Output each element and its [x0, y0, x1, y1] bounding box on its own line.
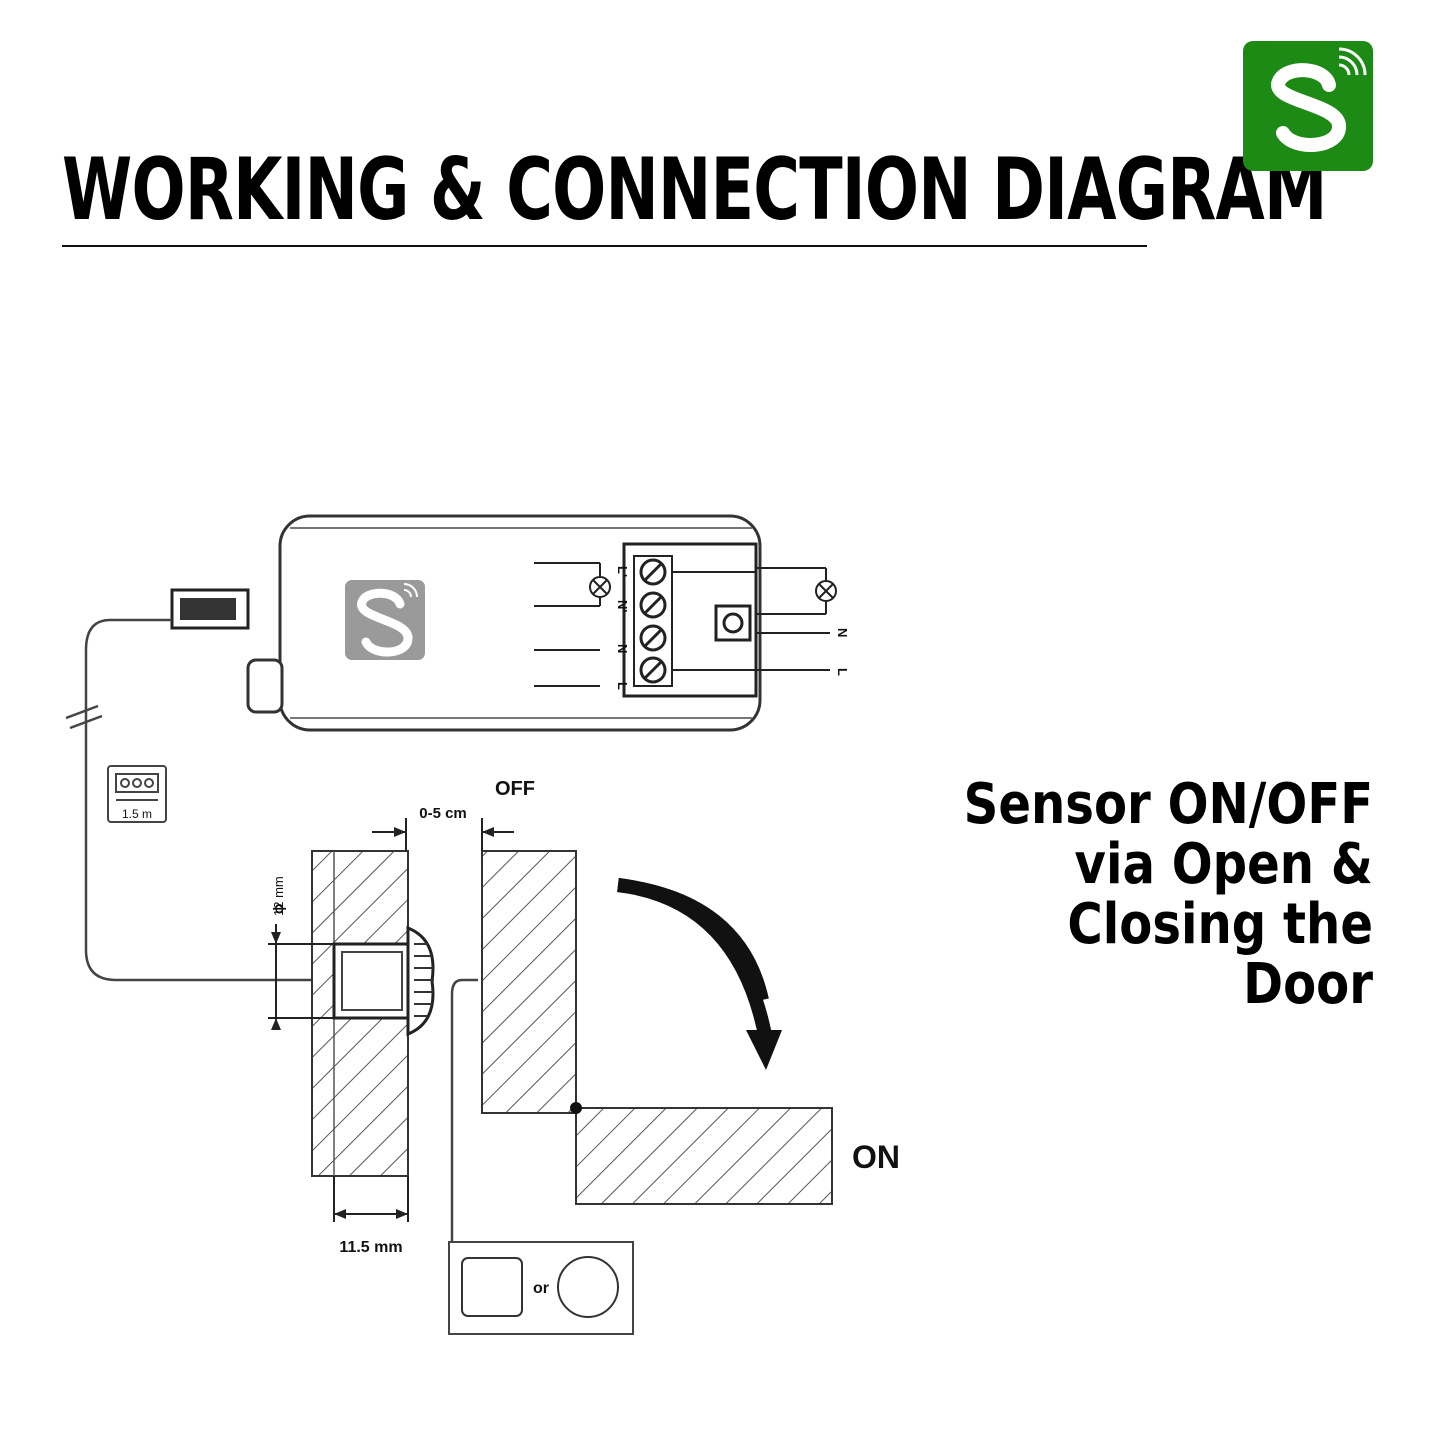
gap-label: 0-5 cm	[419, 805, 467, 822]
state-on-label: ON	[852, 1139, 900, 1175]
supply-wiring	[756, 567, 830, 671]
supply-label-neutral: N	[835, 628, 850, 637]
page-title-text: WORKING & CONNECTION DIAGRAM	[62, 140, 1327, 240]
switch-cable	[450, 978, 478, 1242]
diameter-symbol-icon: ϕ	[270, 904, 286, 915]
caption-line-3: Closing the Door	[1067, 892, 1373, 1017]
page-title: WORKING & CONNECTION DIAGRAM	[62, 140, 1327, 247]
feature-caption: Sensor ON/OFF via Open & Closing the Doo…	[853, 775, 1373, 1015]
door-sensor	[332, 925, 435, 1037]
panel-thickness-dimension	[333, 1176, 409, 1222]
hinge-point	[570, 1102, 582, 1114]
caption-line-2: via Open &	[1074, 832, 1373, 897]
s-wave-logo-icon	[1243, 41, 1373, 171]
supply-label-live: L	[835, 668, 850, 676]
gap-dimension	[372, 818, 514, 851]
hole-diameter-label: 12 mm	[271, 876, 286, 916]
terminal-label-live-in: L	[615, 682, 630, 690]
lamp-icon	[815, 580, 837, 602]
cable-length-label: 1.5 m	[122, 807, 152, 821]
terminal-label-neutral-in: N	[615, 644, 630, 653]
hole-diameter-dimension	[268, 924, 336, 1030]
switch-options	[448, 1241, 634, 1335]
square-switch-icon	[461, 1257, 523, 1317]
caption-line-1: Sensor ON/OFF	[963, 772, 1373, 837]
switch-or-label: or	[533, 1280, 549, 1297]
lamp-icon	[589, 576, 611, 598]
closing-arrow-icon	[617, 878, 782, 1070]
state-off-label: OFF	[495, 778, 535, 800]
door-closed	[575, 1107, 833, 1205]
cable-length-tag	[107, 765, 167, 823]
sensor-cable	[65, 618, 340, 982]
panel-thickness-label: 11.5 mm	[339, 1239, 402, 1256]
driver-logo-icon	[345, 580, 425, 660]
round-switch-icon	[557, 1256, 619, 1318]
terminal-label-live-out: L'	[615, 566, 630, 577]
door-open	[481, 850, 577, 1114]
terminal-label-neutral-out: N'	[615, 600, 630, 612]
terminal-block	[622, 542, 758, 698]
